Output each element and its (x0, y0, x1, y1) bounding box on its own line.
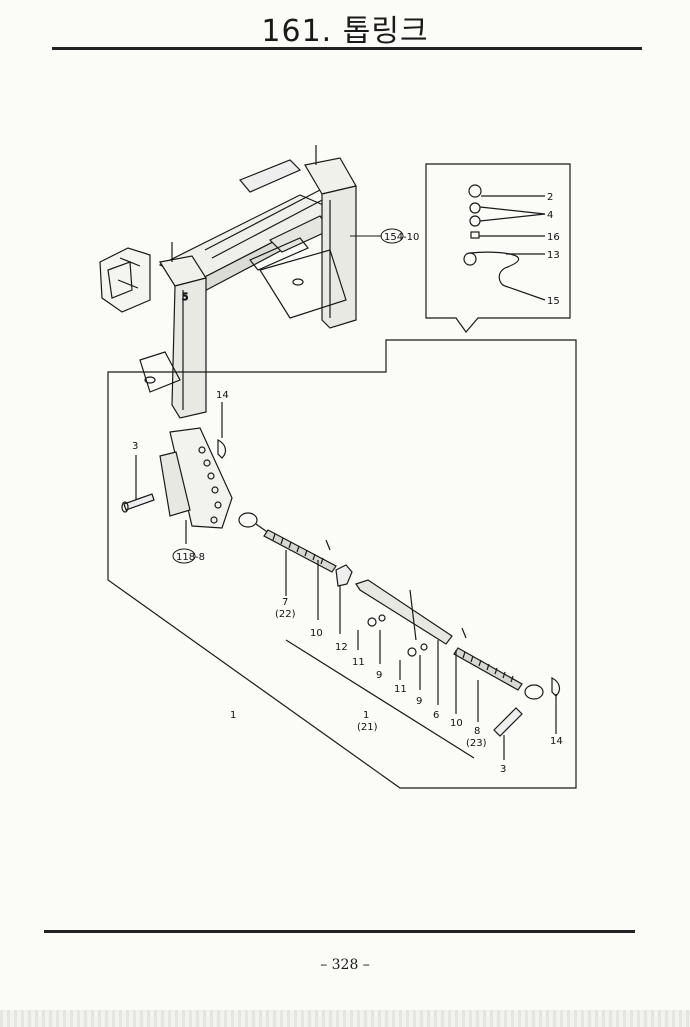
callout-14-right: 14 (550, 736, 563, 747)
callout-11-b: 11 (394, 684, 407, 695)
detail-box (425, 163, 571, 333)
callout-2: 2 (547, 192, 553, 203)
page-title: 161. 톱링크 (261, 14, 429, 49)
callout-23: (23) (466, 738, 487, 749)
callout-118-suffix: -8 (195, 552, 205, 563)
callout-118: 118 (176, 552, 195, 563)
callout-4: 4 (547, 210, 553, 221)
callout-15: 15 (547, 296, 560, 307)
callout-13: 13 (547, 250, 560, 261)
top-link-parts (121, 402, 561, 760)
scan-edge (0, 1010, 690, 1027)
callout-12: 12 (335, 642, 348, 653)
footer-rule (44, 930, 635, 933)
page-number: – 328 – (320, 957, 370, 973)
callout-154: 154 (384, 232, 403, 243)
callout-14-top: 14 (216, 390, 229, 401)
exploded-view-box (107, 339, 577, 789)
tractor-frame-drawing: 5 (99, 145, 357, 419)
callout-22: (22) (275, 609, 296, 620)
callout-9-b: 9 (416, 696, 422, 707)
svg-text:5: 5 (182, 292, 188, 303)
callout-9-a: 9 (376, 670, 382, 681)
callout-8: 8 (474, 726, 480, 737)
header-rule (52, 47, 642, 50)
callout-10-a: 10 (310, 628, 323, 639)
callout-6: 6 (433, 710, 439, 721)
callout-labels: 2 4 16 13 15 154 -10 14 3 118 -8 7 (22) … (132, 192, 563, 775)
callout-21: (21) (357, 722, 378, 733)
callout-11-a: 11 (352, 657, 365, 668)
callout-154-suffix: -10 (403, 232, 419, 243)
callout-1-main: 1 (230, 710, 236, 721)
callout-10-b: 10 (450, 718, 463, 729)
callout-3-right: 3 (500, 764, 506, 775)
callout-3-left: 3 (132, 441, 138, 452)
callout-7: 7 (282, 597, 288, 608)
callout-16: 16 (547, 232, 560, 243)
callout-1-sub: 1 (363, 710, 369, 721)
